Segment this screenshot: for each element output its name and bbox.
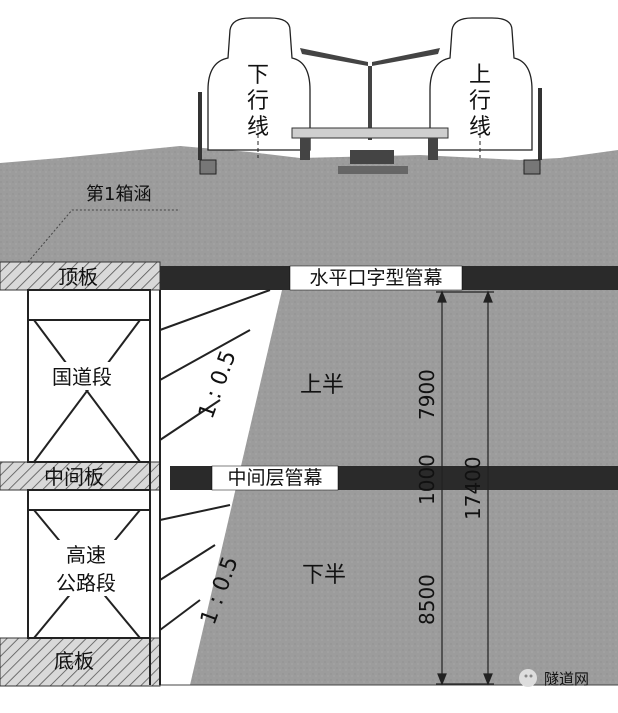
train-up-line	[429, 17, 533, 158]
middle-pipe-roof-label-bg	[211, 465, 339, 491]
national-road-label: 国道段	[52, 365, 112, 389]
dim-upper: 7900	[415, 369, 439, 420]
horizontal-pipe-roof-label-bg	[289, 265, 463, 291]
dim-middle: 1000	[415, 454, 439, 505]
middle-slab-label: 中间板	[44, 465, 104, 489]
dim-lower: 8500	[415, 574, 439, 625]
bottom-slab-label: 底板	[54, 649, 94, 673]
bottom-slab	[0, 637, 161, 687]
highway-label-bg	[44, 540, 130, 596]
dim-total: 17400	[461, 456, 485, 520]
up-line-char-1: 上	[469, 63, 491, 88]
highway-label-line-1: 高速	[66, 543, 106, 567]
watermark-text: 隧道网	[544, 670, 589, 688]
lower-half-label: 下半	[302, 563, 346, 588]
middle-roof-label: 中间层管幕	[227, 467, 322, 489]
horizontal-roof-label: 水平口字型管幕	[309, 267, 442, 289]
top-slab-label: 顶板	[58, 265, 98, 289]
train-down-line	[207, 17, 311, 158]
catenary-masts	[198, 88, 542, 175]
upper-half-label: 上半	[300, 373, 344, 398]
central-support-frame	[291, 48, 449, 174]
box-culvert-label: 第1箱涵	[86, 184, 151, 205]
down-line-char-2: 行	[247, 89, 269, 114]
down-line-char-1: 下	[247, 63, 269, 88]
national-road-label-bg	[40, 362, 124, 390]
dimension-lines	[436, 290, 494, 686]
ground	[0, 146, 618, 686]
up-line-char-3: 线	[469, 115, 491, 140]
highway-label-line-2: 公路段	[56, 571, 116, 595]
watermark: 隧道网	[519, 669, 589, 688]
wechat-icon	[519, 669, 537, 687]
up-line-char-2: 行	[469, 89, 491, 114]
down-line-char-3: 线	[247, 115, 269, 140]
